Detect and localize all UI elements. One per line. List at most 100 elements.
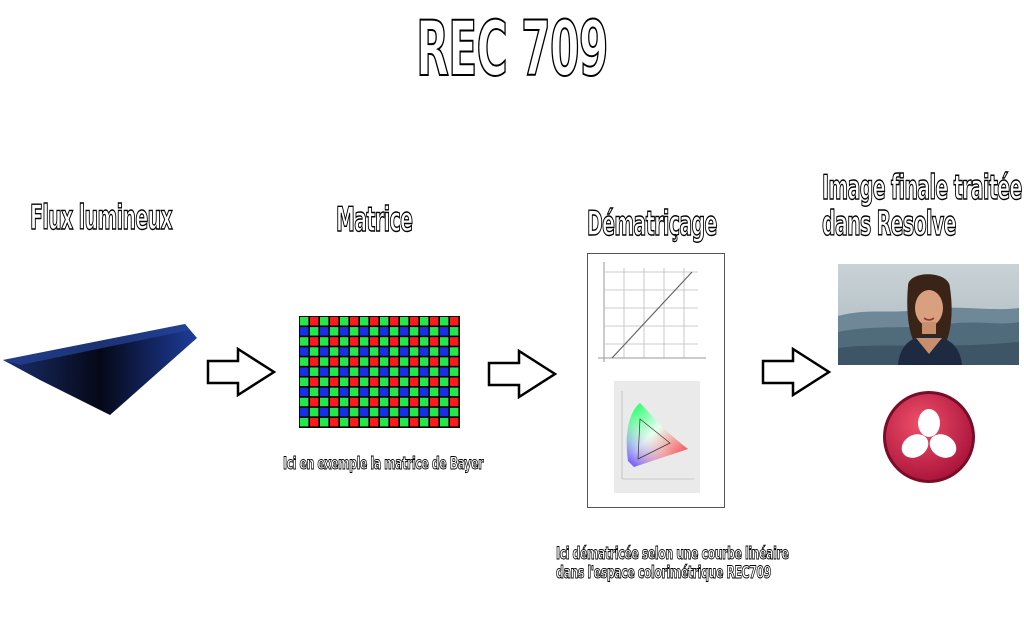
bayer-cell	[360, 367, 369, 376]
bayer-cell	[300, 407, 309, 417]
bayer-cell	[350, 387, 359, 397]
arrow-right-icon	[761, 347, 832, 397]
bayer-cell	[380, 357, 389, 366]
bayer-cell	[310, 377, 319, 387]
bayer-cell	[400, 337, 409, 346]
arrow-right-icon	[206, 347, 277, 397]
bayer-cell	[390, 377, 399, 387]
bayer-cell	[400, 347, 409, 356]
bayer-cell	[430, 337, 439, 346]
bayer-cell	[410, 317, 419, 326]
demosaic-panel	[587, 253, 725, 508]
bayer-cell	[410, 417, 419, 427]
bayer-matrix-icon	[299, 316, 460, 428]
bayer-cell	[410, 377, 419, 387]
bayer-cell	[420, 337, 429, 346]
bayer-cell	[430, 407, 439, 417]
bayer-cell	[410, 367, 419, 376]
bayer-cell	[300, 387, 309, 397]
bayer-cell	[390, 387, 399, 397]
bayer-cell	[390, 367, 399, 376]
bayer-cell	[410, 387, 419, 397]
bayer-cell	[350, 397, 359, 407]
bayer-cell	[370, 397, 379, 407]
bayer-cell	[420, 377, 429, 387]
bayer-cell	[300, 417, 309, 427]
bayer-cell	[430, 347, 439, 356]
bayer-cell	[310, 417, 319, 427]
bayer-cell	[320, 367, 329, 376]
bayer-cell	[380, 387, 389, 397]
bayer-cell	[400, 377, 409, 387]
bayer-cell	[310, 337, 319, 346]
bayer-cell	[380, 377, 389, 387]
bayer-cell	[430, 327, 439, 336]
bayer-cell	[450, 407, 459, 417]
bayer-cell	[320, 327, 329, 336]
bayer-cell	[300, 357, 309, 366]
bayer-cell	[350, 367, 359, 376]
bayer-cell	[440, 327, 449, 336]
bayer-cell	[400, 397, 409, 407]
bayer-cell	[340, 317, 349, 326]
bayer-cell	[420, 407, 429, 417]
bayer-cell	[310, 347, 319, 356]
bayer-cell	[420, 417, 429, 427]
bayer-cell	[370, 407, 379, 417]
bayer-cell	[320, 357, 329, 366]
bayer-cell	[410, 327, 419, 336]
bayer-cell	[440, 417, 449, 427]
bayer-cell	[440, 347, 449, 356]
bayer-cell	[360, 387, 369, 397]
bayer-cell	[440, 337, 449, 346]
bayer-cell	[310, 317, 319, 326]
bayer-cell	[430, 357, 439, 366]
bayer-cell	[450, 367, 459, 376]
bayer-cell	[390, 347, 399, 356]
bayer-cell	[410, 357, 419, 366]
bayer-cell	[450, 347, 459, 356]
bayer-cell	[320, 397, 329, 407]
bayer-cell	[360, 317, 369, 326]
bayer-cell	[340, 387, 349, 397]
bayer-cell	[320, 347, 329, 356]
bayer-cell	[400, 407, 409, 417]
step-label-flux: Flux lumineux	[30, 198, 174, 238]
bayer-cell	[340, 347, 349, 356]
bayer-cell	[300, 317, 309, 326]
bayer-cell	[360, 337, 369, 346]
bayer-cell	[300, 327, 309, 336]
bayer-cell	[440, 367, 449, 376]
bayer-cell	[360, 347, 369, 356]
bayer-cell	[330, 327, 339, 336]
bayer-cell	[320, 377, 329, 387]
bayer-cell	[350, 327, 359, 336]
bayer-cell	[300, 397, 309, 407]
bayer-cell	[330, 407, 339, 417]
bayer-cell	[340, 377, 349, 387]
bayer-cell	[360, 327, 369, 336]
bayer-cell	[310, 367, 319, 376]
bayer-cell	[420, 347, 429, 356]
bayer-cell	[360, 397, 369, 407]
davinci-resolve-logo-icon	[883, 391, 975, 483]
bayer-cell	[420, 327, 429, 336]
bayer-cell	[400, 357, 409, 366]
bayer-cell	[380, 407, 389, 417]
bayer-cell	[450, 397, 459, 407]
bayer-cell	[370, 317, 379, 326]
bayer-cell	[350, 347, 359, 356]
bayer-cell	[420, 367, 429, 376]
bayer-cell	[430, 387, 439, 397]
bayer-cell	[390, 357, 399, 366]
demosaic-note: Ici dématricée selon une courbe linéaire…	[556, 544, 790, 583]
bayer-cell	[380, 347, 389, 356]
bayer-cell	[320, 387, 329, 397]
bayer-cell	[330, 317, 339, 326]
bayer-cell	[430, 317, 439, 326]
bayer-cell	[330, 357, 339, 366]
step-label-image-finale-line2: dans Resolve	[822, 204, 957, 244]
bayer-cell	[380, 397, 389, 407]
bayer-cell	[340, 357, 349, 366]
light-beam-icon	[3, 324, 197, 415]
